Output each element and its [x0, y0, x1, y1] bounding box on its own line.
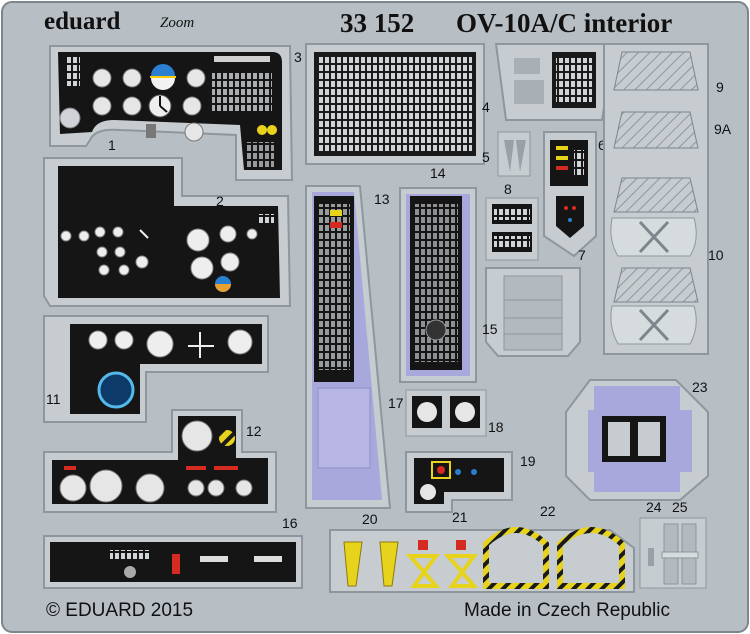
part-label-22: 22	[540, 503, 556, 519]
part-2-instrument-panel	[43, 157, 292, 307]
part-label-23: 23	[692, 379, 708, 395]
part-3-switch-console	[305, 43, 485, 165]
part-label-21: 21	[452, 509, 468, 525]
attitude-indicator-icon	[150, 64, 176, 90]
part-label-7: 7	[578, 247, 586, 263]
part-12-instrument-panel	[43, 409, 277, 513]
catalog-number: 33 152	[340, 8, 414, 38]
part-15-frame	[485, 267, 581, 357]
part-19-panel	[405, 451, 513, 513]
part-4-panel	[494, 43, 616, 121]
part-8-switch-blocks	[485, 197, 539, 261]
part-13-side-console	[305, 185, 392, 509]
part-label-16: 16	[282, 515, 298, 531]
part-5-strips	[497, 131, 531, 177]
brand-name: eduard	[44, 8, 121, 35]
part-24-25-strips	[639, 517, 707, 589]
part-17-18-dials	[405, 389, 487, 437]
copyright-text: © EDUARD 2015	[46, 600, 193, 621]
part-label-11: 11	[46, 391, 61, 407]
part-label-25: 25	[672, 499, 688, 515]
set-title: OV-10A/C interior	[456, 8, 672, 38]
part-label-3: 3	[294, 49, 302, 65]
part-label-13: 13	[374, 191, 390, 207]
part-1-instrument-panel	[49, 45, 294, 181]
instrument-dial-icon	[59, 68, 206, 142]
part-label-9a: 9A	[714, 121, 732, 137]
part-label-8: 8	[504, 181, 512, 197]
part-label-9: 9	[716, 79, 724, 95]
part-label-4: 4	[482, 99, 490, 115]
part-label-20: 20	[362, 511, 378, 527]
part-label-12: 12	[246, 423, 262, 439]
part-16-panel	[43, 535, 303, 589]
part-20-22-harnesses	[329, 527, 635, 593]
seat-harness-icon	[343, 541, 399, 587]
zoom-logo: Zoom	[160, 15, 194, 31]
part-9-10-seat-frames	[603, 43, 709, 355]
part-label-1: 1	[108, 137, 116, 153]
part-label-14: 14	[430, 165, 446, 181]
part-label-10: 10	[708, 247, 724, 263]
part-14-side-console	[399, 187, 477, 383]
part-6-7-panel	[543, 131, 597, 258]
part-label-18: 18	[488, 419, 504, 435]
part-23-frame	[565, 379, 709, 501]
part-label-5: 5	[482, 149, 490, 165]
part-label-19: 19	[520, 453, 536, 469]
part-label-17: 17	[388, 395, 404, 411]
origin-text: Made in Czech Republic	[464, 600, 670, 621]
part-11-instrument-panel	[43, 315, 269, 423]
part-label-15: 15	[482, 321, 498, 337]
part-label-2: 2	[216, 193, 224, 209]
part-label-24: 24	[646, 499, 662, 515]
part-label-6: 6	[598, 137, 606, 153]
